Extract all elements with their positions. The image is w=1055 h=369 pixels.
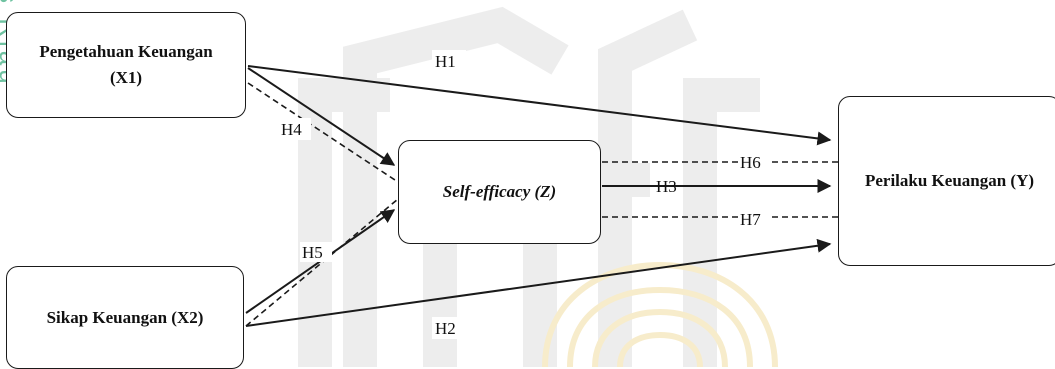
label-h1-bg	[432, 50, 466, 72]
label-h7: H7	[740, 210, 761, 229]
label-h5-bg	[300, 242, 332, 262]
label-h7-bg	[738, 210, 770, 228]
node-self-efficacy: Self-efficacy (Z)	[398, 140, 601, 244]
label-h4-bg	[279, 118, 311, 140]
node-self-efficacy-label: Self-efficacy (Z)	[442, 182, 557, 201]
path-h5-dashed-line	[245, 198, 399, 327]
node-perilaku-keuangan-label: Perilaku Keuangan (Y)	[864, 171, 1035, 190]
label-h3: H3	[656, 177, 677, 196]
node-sikap-keuangan-label: Sikap Keuangan (X2)	[46, 307, 204, 327]
path-h2-line	[245, 238, 832, 327]
node-pengetahuan-keuangan: Pengetahuan Keuangan (X1)	[6, 12, 246, 118]
label-h6: H6	[740, 153, 761, 172]
path-h4-dashed-line	[247, 82, 399, 183]
node-perilaku-keuangan: Perilaku Keuangan (Y)	[838, 96, 1055, 266]
label-h2-bg	[432, 317, 466, 339]
label-h4: H4	[281, 120, 302, 139]
label-h6-bg	[738, 153, 770, 171]
path-h1-line	[247, 65, 832, 146]
label-h2: H2	[435, 319, 456, 338]
node-pengetahuan-keuangan-label: Pengetahuan Keuangan (X1)	[39, 42, 213, 87]
node-sikap-keuangan: Sikap Keuangan (X2)	[6, 266, 244, 369]
label-h1: H1	[435, 52, 456, 71]
label-h5: H5	[302, 243, 323, 262]
path-x1-z-line	[247, 67, 396, 166]
